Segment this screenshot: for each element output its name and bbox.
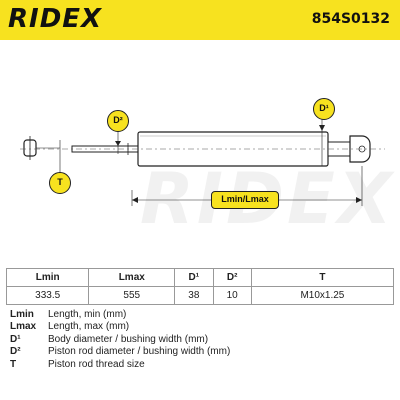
legend-desc: Body diameter / bushing width (mm) xyxy=(48,333,209,345)
legend-key: Lmin xyxy=(10,309,34,320)
legend-key: Lmax xyxy=(10,321,37,333)
header-lmin: Lmin xyxy=(5,268,90,287)
value-d1: 38 xyxy=(174,286,214,305)
legend-item: D² Piston rod diameter / bushing width (m… xyxy=(10,346,390,358)
legend: Lmin Length, min (mm) Lmax Length, max (mm… xyxy=(10,309,390,371)
header-d2: D² xyxy=(212,268,252,287)
header-t: T xyxy=(250,268,395,287)
legend-item: D¹ Body diameter / bushing width (mm) xyxy=(10,334,390,346)
t-badge: T xyxy=(49,172,71,194)
dimensions-table: Lmin Lmax D¹ D² T 333.5 555 38 10 M10x1.… xyxy=(5,268,395,305)
value-lmin: 333.5 xyxy=(5,286,90,305)
legend-key: T xyxy=(10,358,17,370)
shock-absorber-drawing xyxy=(20,116,385,206)
header-lmax: Lmax xyxy=(88,268,176,287)
legend-desc: Piston rod diameter / bushing width (mm) xyxy=(48,346,231,358)
brand-logo: RIDEX xyxy=(8,4,103,34)
table-header-row: Lmin Lmax D¹ D² T xyxy=(5,268,395,287)
length-badge: Lmin/Lmax xyxy=(211,191,279,209)
legend-desc: Length, max (mm) xyxy=(48,321,130,333)
value-lmax: 555 xyxy=(88,286,176,305)
table-row: 333.5 555 38 10 M10x1.25 xyxy=(5,286,395,305)
legend-desc: Length, min (mm) xyxy=(48,309,127,320)
legend-item: Lmax Length, max (mm) xyxy=(10,321,390,333)
value-t: M10x1.25 xyxy=(250,286,395,305)
header-bar: RIDEX 854S0132 xyxy=(0,0,400,40)
legend-item: T Piston rod thread size xyxy=(10,359,390,371)
part-number: 854S0132 xyxy=(311,11,390,27)
legend-item: Lmin Length, min (mm) xyxy=(10,309,390,321)
legend-desc: Piston rod thread size xyxy=(48,358,145,370)
header-d1: D¹ xyxy=(174,268,214,287)
d2-badge: D² xyxy=(107,110,129,132)
value-d2: 10 xyxy=(212,286,252,305)
d1-badge: D¹ xyxy=(313,98,335,120)
legend-key: D² xyxy=(10,346,21,358)
legend-key: D¹ xyxy=(10,333,21,345)
